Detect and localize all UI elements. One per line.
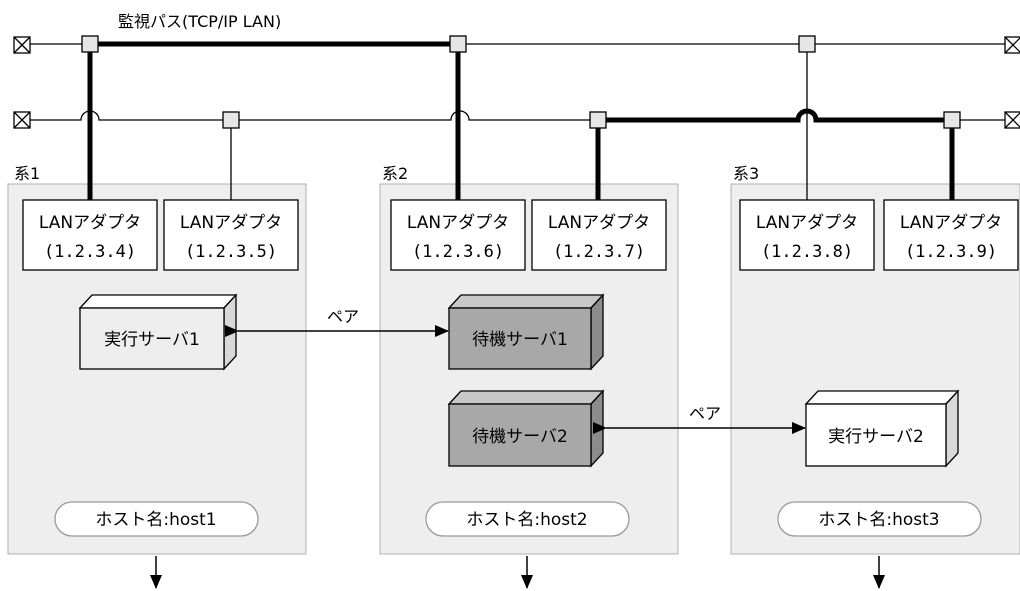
adapter-drop-lines bbox=[87, 44, 955, 200]
host-2-label: ホスト名:host2 bbox=[466, 510, 587, 530]
lan-adapter-2-ip: (1.2.3.5) bbox=[185, 242, 277, 262]
active-server-1: 実行サーバ1 bbox=[78, 293, 238, 371]
terminator-lower-left-icon bbox=[13, 111, 31, 129]
host-1-pill: ホスト名:host1 bbox=[54, 501, 259, 537]
standby-server-1: 待機サーバ1 bbox=[447, 293, 605, 371]
lan-adapter-4: LANアダプタ (1.2.3.7) bbox=[531, 199, 667, 271]
lan-adapter-3: LANアダプタ (1.2.3.6) bbox=[390, 199, 526, 271]
system-2-label: 系2 bbox=[382, 164, 408, 183]
terminator-lower-right-icon bbox=[1004, 111, 1020, 129]
active-server-1-label: 実行サーバ1 bbox=[104, 330, 200, 350]
lan-adapter-6-ip: (1.2.3.9) bbox=[905, 242, 997, 262]
system-3-label: 系3 bbox=[733, 164, 759, 183]
terminator-upper-right-icon bbox=[1004, 36, 1020, 54]
lan-adapter-3-ip: (1.2.3.6) bbox=[412, 242, 504, 262]
host-3-pill: ホスト名:host3 bbox=[777, 501, 982, 537]
lan-line-lower bbox=[30, 108, 1005, 123]
standby-server-2-label: 待機サーバ2 bbox=[472, 427, 568, 447]
lan-adapter-4-name: LANアダプタ bbox=[548, 213, 650, 233]
active-server-2-label: 実行サーバ2 bbox=[828, 427, 924, 447]
host-3-label: ホスト名:host3 bbox=[818, 510, 939, 530]
pair-1-label: ペア bbox=[327, 307, 359, 326]
host-1-label: ホスト名:host1 bbox=[95, 510, 216, 530]
lan-adapter-1-name: LANアダプタ bbox=[39, 213, 141, 233]
hub-nodes bbox=[81, 35, 961, 129]
terminator-upper-left-icon bbox=[13, 36, 31, 54]
lan-adapter-2: LANアダプタ (1.2.3.5) bbox=[163, 199, 299, 271]
pair-2-label: ペア bbox=[689, 404, 721, 423]
lan-adapter-6: LANアダプタ (1.2.3.9) bbox=[883, 199, 1019, 271]
lan-adapter-4-ip: (1.2.3.7) bbox=[553, 242, 645, 262]
standby-server-2: 待機サーバ2 bbox=[447, 389, 605, 468]
lan-adapter-1: LANアダプタ (1.2.3.4) bbox=[22, 199, 158, 271]
host-2-pill: ホスト名:host2 bbox=[425, 501, 630, 537]
lan-adapter-5-ip: (1.2.3.8) bbox=[761, 242, 853, 262]
monitor-path-label: 監視パス(TCP/IP LAN) bbox=[118, 12, 281, 31]
lan-adapter-5: LANアダプタ (1.2.3.8) bbox=[739, 199, 875, 271]
lan-adapter-5-name: LANアダプタ bbox=[756, 213, 858, 233]
lan-adapter-3-name: LANアダプタ bbox=[407, 213, 509, 233]
lan-adapter-1-ip: (1.2.3.4) bbox=[44, 242, 136, 262]
active-server-2: 実行サーバ2 bbox=[804, 389, 960, 468]
lan-adapter-6-name: LANアダプタ bbox=[900, 213, 1002, 233]
lan-adapter-2-name: LANアダプタ bbox=[180, 213, 282, 233]
standby-server-1-label: 待機サーバ1 bbox=[472, 330, 568, 350]
system-1-label: 系1 bbox=[14, 164, 40, 183]
